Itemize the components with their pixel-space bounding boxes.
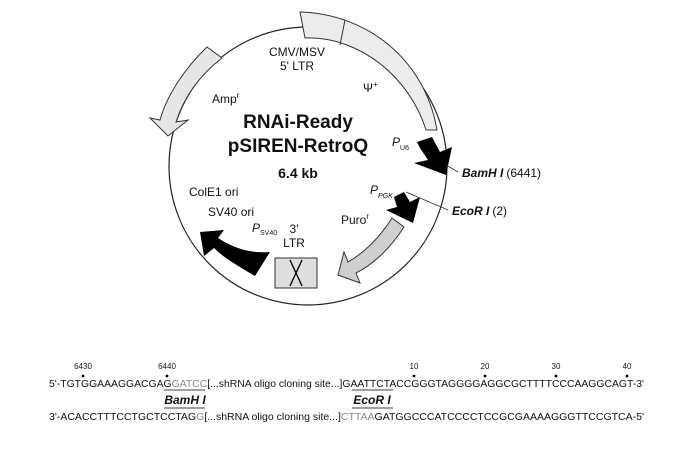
- seq-pos-40: 40: [623, 362, 632, 371]
- puro-resistance-feature: [337, 217, 405, 284]
- ppgk-promoter-arrow: [386, 192, 420, 223]
- ecori-site-label: EcoR I(2): [452, 204, 507, 218]
- sv40-promoter-arrow: [200, 230, 270, 276]
- bamhi-leader-line: [445, 164, 459, 173]
- ltr3-label-line1: 3': [290, 222, 299, 236]
- colE1-label: ColE1 ori: [189, 185, 238, 199]
- plasmid-size: 6.4 kb: [278, 165, 318, 181]
- seq-pos-6430: 6430: [74, 362, 92, 371]
- seq-pos-10: 10: [410, 362, 419, 371]
- seq-pos-30: 30: [552, 362, 561, 371]
- bamhi-site-label: BamH I(6441): [462, 166, 541, 180]
- seq-bamhi-label: BamH I: [164, 393, 206, 407]
- seq-position-dots: [81, 374, 629, 378]
- cmv-label-line2: 5' LTR: [280, 59, 314, 73]
- ltr3-label-line2: LTR: [283, 236, 305, 250]
- seq-pos-6440: 6440: [158, 362, 176, 371]
- amp-label: Ampr: [212, 91, 240, 106]
- bottom-strand: 3'-ACACCTTTCCTGCTCCTAGG[...shRNA oligo c…: [49, 411, 644, 423]
- sv40ori-label: SV40 ori: [208, 205, 254, 219]
- seq-ecori-label: EcoR I: [353, 393, 391, 407]
- amp-resistance-feature: [148, 46, 223, 137]
- cmv-msv-ltr-feature: [299, 11, 438, 131]
- plasmid-title-line2: pSIREN-RetroQ: [228, 136, 368, 157]
- seq-pos-20: 20: [481, 362, 490, 371]
- top-strand: 5'-TGTGGAAAGGACGAGGATCC[...shRNA oligo c…: [49, 378, 644, 390]
- psi-label: Ψ+: [363, 80, 378, 95]
- pu6-label: PU6: [392, 135, 409, 152]
- cmv-label-line1: CMV/MSV: [269, 45, 325, 59]
- plasmid-title-line1: RNAi-Ready: [243, 112, 353, 133]
- pu6-promoter-arrow: [414, 137, 452, 175]
- psv40-label: PSV40: [252, 221, 277, 237]
- ppgk-label: PPGK: [370, 183, 393, 200]
- ecori-leader-line: [419, 197, 449, 211]
- puro-label: Puror: [341, 212, 369, 227]
